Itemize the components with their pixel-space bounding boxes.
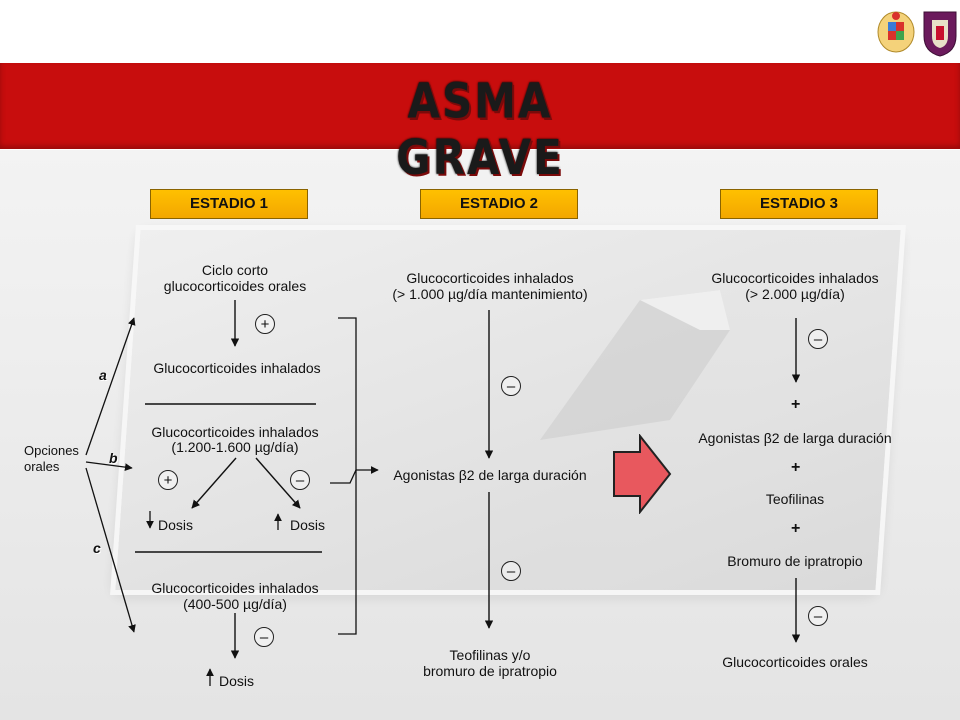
coat-of-arms-icon	[877, 11, 915, 53]
col1-b-sign-right: –	[290, 470, 310, 490]
col3-item1: Agonistas β2 de larga duración	[698, 430, 892, 446]
col1-c-top-line2: (400-500 µg/día)	[183, 596, 287, 612]
bracket-connector	[330, 317, 379, 635]
stage-3-label: ESTADIO 3	[720, 189, 878, 219]
col3-bottom: Glucocorticoides orales	[722, 654, 868, 670]
col2-bottom-line2: bromuro de ipratropio	[423, 663, 557, 679]
col1-a-top-line2: glucocorticoides orales	[163, 278, 307, 294]
option-c-label: c	[93, 540, 101, 556]
background-shape	[540, 290, 730, 440]
col1-b-dose-left: Dosis	[158, 517, 194, 533]
options-label: Opciones orales	[24, 443, 79, 474]
stage-1-label: ESTADIO 1	[150, 189, 308, 219]
col1-c-top-line1: Glucocorticoides inhalados	[151, 580, 319, 596]
col2-top-line1: Glucocorticoides inhalados	[406, 270, 574, 286]
col1-a-bottom: Glucocorticoides inhalados	[153, 360, 321, 376]
option-b-label: b	[109, 450, 118, 466]
col2-bottom-line1: Teofilinas y/o	[449, 647, 531, 663]
col2-sign2: –	[501, 561, 521, 581]
option-a-label: a	[99, 367, 107, 383]
col1-a-top-line1: Ciclo corto	[201, 262, 269, 278]
logos-icon	[877, 11, 957, 57]
page-title: ASMA GRAVE	[396, 72, 564, 186]
col3-sign1: –	[808, 329, 828, 349]
col3-plus3: +	[791, 520, 801, 537]
col1-c-sign: –	[254, 627, 274, 647]
col3-sign2: –	[808, 606, 828, 626]
col1-a-sign: +	[255, 314, 275, 334]
right-arrow-icon	[613, 434, 672, 514]
col2-middle: Agonistas β2 de larga duración	[393, 467, 587, 483]
col1-b-sign-left: +	[158, 470, 178, 490]
col3-plus1: +	[791, 396, 801, 413]
col2-top-line2: (> 1.000 µg/día mantenimiento)	[392, 286, 588, 302]
options-arrows	[85, 317, 136, 633]
col3-item3: Bromuro de ipratropio	[727, 553, 863, 569]
col2-sign1: –	[501, 376, 521, 396]
col3-plus2: +	[791, 459, 801, 476]
col3-top-line1: Glucocorticoides inhalados	[711, 270, 879, 286]
col3-top-line2: (> 2.000 µg/día)	[745, 286, 845, 302]
col1-c-dose: Dosis	[219, 673, 255, 689]
col1-b-top-line2: (1.200-1.600 µg/día)	[171, 439, 299, 455]
stage-2-label: ESTADIO 2	[420, 189, 578, 219]
col1-b-top-line1: Glucocorticoides inhalados	[151, 424, 319, 440]
university-shield-icon	[923, 11, 957, 57]
col1-b-dose-right: Dosis	[290, 517, 326, 533]
title-banner	[0, 63, 960, 149]
col1-lines	[135, 300, 322, 686]
col3-item2: Teofilinas	[765, 491, 825, 507]
